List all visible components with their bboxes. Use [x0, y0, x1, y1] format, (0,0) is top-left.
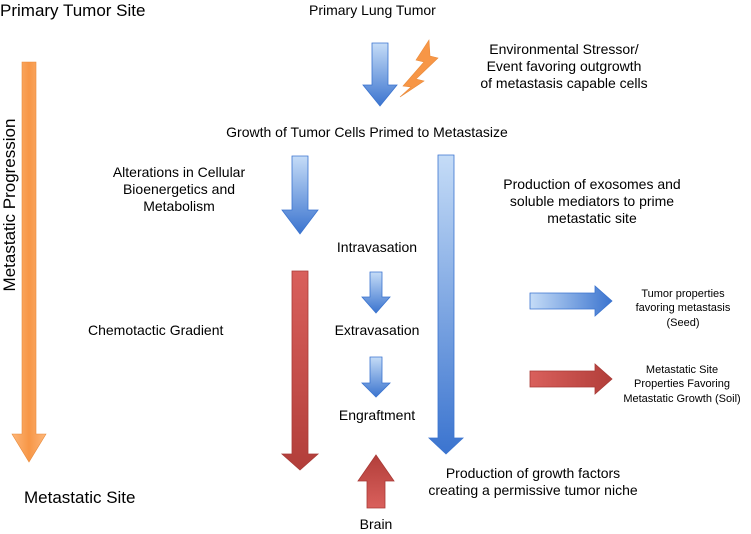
extravasation-arrow	[361, 356, 391, 398]
legend-seed-label: Tumor properties favoring metastasis (Se…	[618, 287, 748, 330]
chemotactic-gradient-arrow	[280, 270, 320, 471]
legend-soil-arrow	[529, 363, 613, 395]
brain-label: Brain	[359, 516, 393, 532]
bioenergetics-label: Alterations in Cellular Bioenergetics an…	[84, 164, 274, 214]
intravasation-arrow	[361, 271, 391, 314]
bioenergetics-arrow	[281, 155, 319, 235]
environmental-stressor-label: Environmental Stressor/ Event favoring o…	[464, 41, 664, 91]
legend-seed-arrow	[529, 285, 613, 317]
growth-factors-text: Production of growth factors creating a …	[428, 465, 638, 498]
brain-up-arrow	[357, 454, 395, 509]
bioenergetics-text: Alterations in Cellular Bioenergetics an…	[112, 164, 246, 214]
legend-soil-label: Metastatic Site Properties Favoring Meta…	[614, 363, 750, 406]
exosome-long-arrow	[427, 154, 465, 455]
chemotactic-gradient-label: Chemotactic Gradient	[88, 322, 224, 338]
legend-soil-text: Metastatic Site Properties Favoring Meta…	[623, 364, 741, 405]
metastatic-site-label: Metastatic Site	[24, 488, 136, 507]
extravasation-label: Extravasation	[334, 322, 420, 338]
engraftment-label: Engraftment	[338, 407, 416, 423]
legend-seed-text: Tumor properties favoring metastasis (Se…	[635, 288, 731, 329]
lightning-bolt-icon	[399, 39, 439, 98]
primary-lung-tumor-label: Primary Lung Tumor	[309, 2, 436, 18]
primary-tumor-site-label: Primary Tumor Site	[0, 1, 146, 20]
primary-tumor-down-arrow	[362, 42, 398, 107]
metastatic-progression-label: Metastatic Progression	[0, 118, 19, 292]
exosomes-label: Production of exosomes and soluble media…	[476, 176, 708, 226]
growth-factors-label: Production of growth factors creating a …	[404, 465, 662, 499]
metastatic-progression-arrow	[11, 61, 47, 463]
exosomes-text: Production of exosomes and soluble media…	[503, 176, 681, 226]
intravasation-label: Intravasation	[336, 239, 418, 255]
growth-primed-label: Growth of Tumor Cells Primed to Metastas…	[226, 124, 508, 140]
environmental-stressor-text: Environmental Stressor/ Event favoring o…	[480, 41, 648, 91]
